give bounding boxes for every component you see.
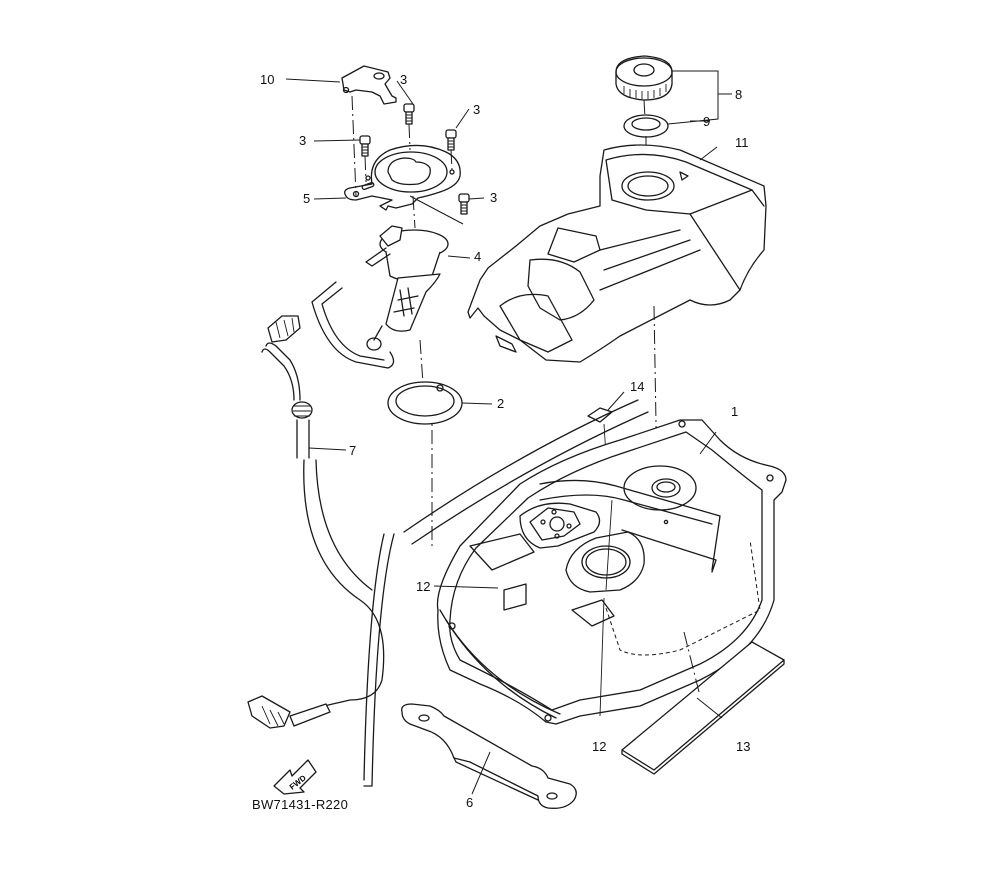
part-cap-gasket[interactable] [623,114,669,138]
callout-12b: 12 [592,739,607,754]
part-retainer-plate[interactable] [344,144,461,211]
fwd-arrow-icon: FWD [273,759,317,795]
callout-4: 4 [474,249,482,264]
part-tank-cover[interactable] [467,144,767,363]
callout-12a: 12 [416,579,431,594]
callout-3c: 3 [299,133,307,148]
callout-3a: 3 [400,72,408,87]
callout-6: 6 [466,795,474,810]
callout-14: 14 [630,379,645,394]
part-fuel-tank[interactable] [436,419,787,725]
diagram-code: BW71431-R220 [252,797,349,812]
part-tank-bracket[interactable] [401,703,577,809]
callout-5: 5 [303,191,311,206]
callout-13: 13 [736,739,751,754]
callout-10: 10 [260,72,275,87]
leader-lines [285,70,732,795]
part-bolt-b[interactable] [445,129,457,151]
part-hose-connector[interactable] [247,695,331,729]
callout-8: 8 [735,87,743,102]
part-fuel-hose[interactable] [261,315,385,707]
part-protector-sheet[interactable] [621,641,785,775]
part-pump-gasket[interactable] [387,381,463,425]
callout-1: 1 [731,404,739,419]
callout-3d: 3 [490,190,498,205]
part-fuel-pump[interactable] [365,225,449,351]
part-bolt-a[interactable] [403,103,415,125]
part-tank-cap[interactable] [615,55,673,101]
part-bolt-c[interactable] [359,135,371,157]
callout-9: 9 [703,114,711,129]
part-bracket-clip[interactable] [341,65,397,105]
callout-7: 7 [349,443,357,458]
callout-2: 2 [497,396,505,411]
part-bolt-d[interactable] [458,193,470,215]
callout-3b: 3 [473,102,481,117]
callout-11: 11 [735,135,749,150]
